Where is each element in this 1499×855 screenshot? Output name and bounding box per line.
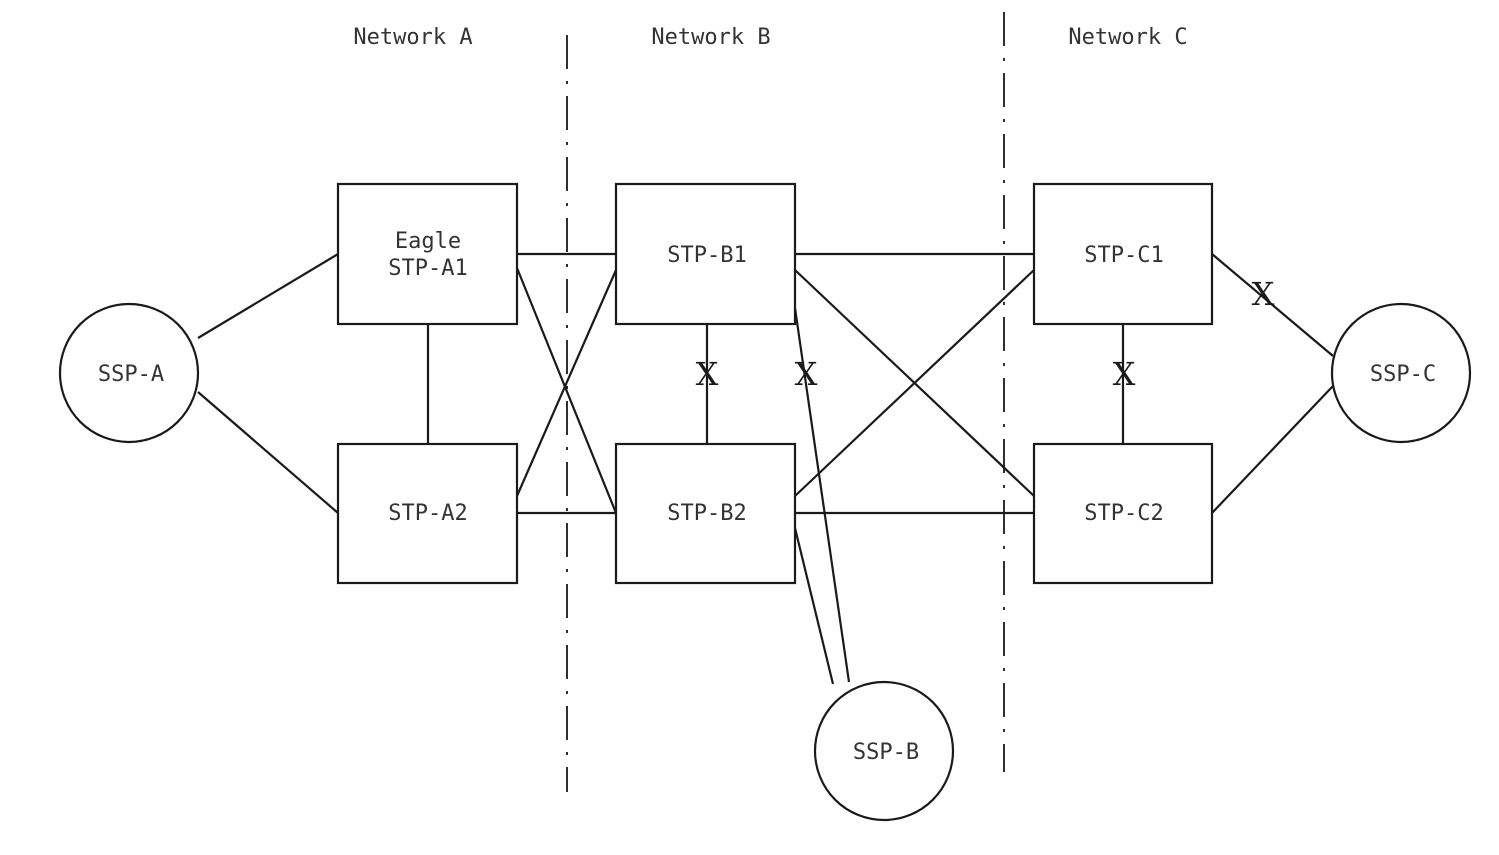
fail-marker-stp-c1-ssp-c: X: [1252, 275, 1275, 313]
link-stp-a1-stp-b2: [515, 267, 618, 514]
network-c-label: Network C: [1068, 25, 1187, 50]
node-stp-c2: STP-C2: [1032, 442, 1214, 585]
node-stp-b2-box: [614, 442, 797, 585]
node-stp-b1-label: STP-B1: [667, 243, 746, 268]
node-stp-a1-box: [336, 182, 519, 326]
fail-marker-stp-b1-ssp-b: X: [795, 355, 818, 393]
node-ssp-b: SSP-B: [813, 680, 955, 822]
node-ssp-c-circle: [1330, 302, 1472, 444]
links: [197, 252, 1334, 685]
link-ssp-a-stp-a2: [197, 391, 339, 514]
node-stp-a1: Eagle STP-A1: [336, 182, 519, 326]
node-ssp-b-label: SSP-B: [853, 740, 919, 765]
node-ssp-c: SSP-C: [1330, 302, 1472, 444]
fail-marker-stp-c1-stp-c2: X: [1113, 355, 1136, 393]
node-stp-c1-box: [1032, 182, 1214, 326]
node-ssp-a-label: SSP-A: [98, 362, 164, 387]
node-stp-c1: STP-C1: [1032, 182, 1214, 326]
network-a-label: Network A: [353, 25, 472, 50]
node-stp-b1: STP-B1: [614, 182, 797, 326]
node-stp-b2: STP-B2: [614, 442, 797, 585]
network-b-label: Network B: [651, 25, 770, 50]
link-ssp-a-stp-a1: [197, 253, 339, 339]
link-stp-a2-stp-b1: [515, 269, 618, 497]
link-stp-c1-ssp-c: [1211, 253, 1334, 357]
link-stp-b2-ssp-b: [793, 527, 835, 685]
fail-marker-stp-b1-stp-b2: X: [696, 355, 719, 393]
node-stp-c2-label: STP-C2: [1084, 501, 1163, 526]
link-stp-c2-ssp-c: [1211, 385, 1334, 514]
node-ssp-b-circle: [813, 680, 955, 822]
node-ssp-c-label: SSP-C: [1370, 362, 1436, 387]
node-ssp-a: SSP-A: [58, 302, 200, 444]
node-stp-b2-label: STP-B2: [667, 501, 746, 526]
node-stp-a2-box: [336, 442, 519, 585]
node-stp-b1-box: [614, 182, 797, 326]
node-stp-a2: STP-A2: [336, 442, 519, 585]
node-stp-c1-label: STP-C1: [1084, 243, 1163, 268]
node-ssp-a-circle: [58, 302, 200, 444]
node-stp-c2-box: [1032, 442, 1214, 585]
link-stp-b2-stp-c1: [794, 269, 1035, 497]
node-stp-a1-line-2: STP-A1: [388, 256, 467, 281]
link-stp-b1-ssp-b: [793, 307, 851, 683]
node-stp-a2-label: STP-A2: [388, 501, 467, 526]
node-stp-a1-line-1: Eagle: [395, 229, 461, 254]
